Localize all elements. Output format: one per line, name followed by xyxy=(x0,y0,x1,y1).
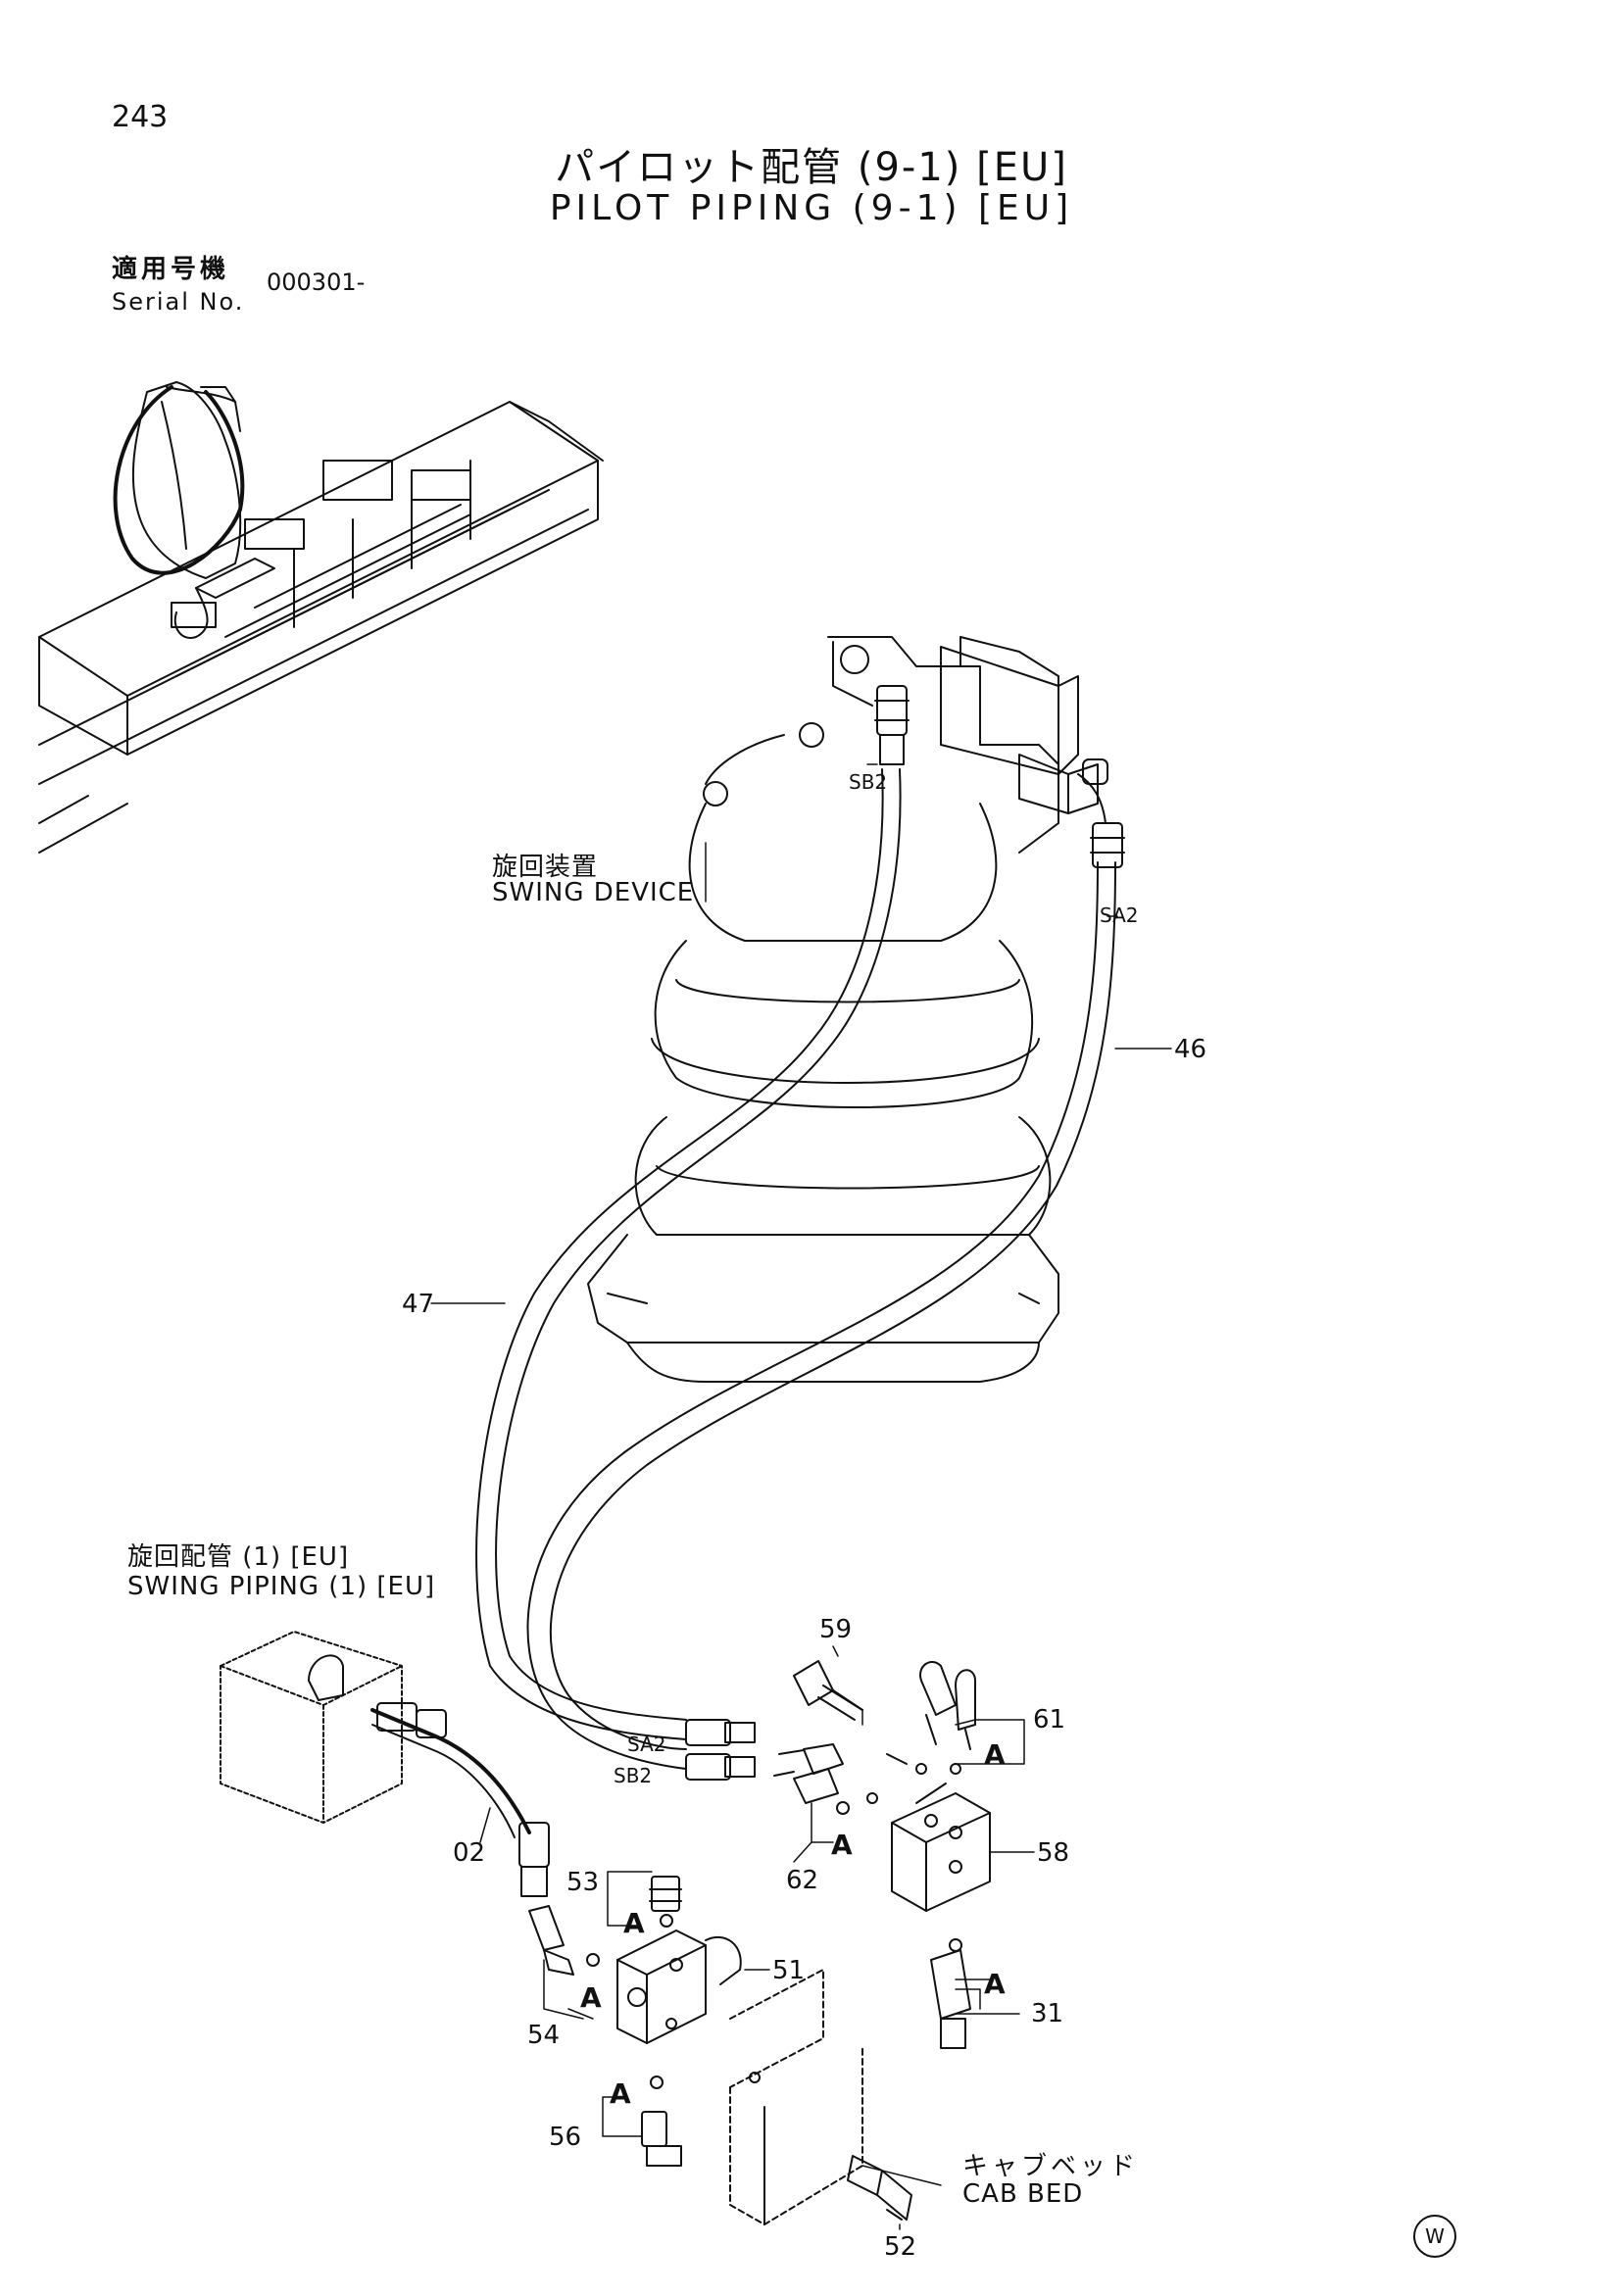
fitting-54 xyxy=(529,1906,599,1975)
machine-frame-overview xyxy=(39,382,603,853)
fittings-62 xyxy=(774,1744,849,1814)
part-number-56: 56 xyxy=(549,2123,582,2152)
part-number-53: 53 xyxy=(566,1868,600,1897)
hose-47 xyxy=(476,769,901,1739)
cab-bed-label-en: CAB BED xyxy=(962,2179,1084,2209)
page-number: 243 xyxy=(112,100,169,134)
watermark-stamp: W xyxy=(1413,2215,1456,2258)
part-number-46: 46 xyxy=(1174,1035,1207,1064)
part-number-59: 59 xyxy=(819,1615,853,1644)
callout-a-53: A xyxy=(623,1907,645,1939)
part-number-62: 62 xyxy=(786,1866,819,1895)
serial-label-japanese: 適用号機 xyxy=(112,255,230,284)
cab-bed-label-ja: キャブベッド xyxy=(962,2152,1140,2181)
callout-a-54: A xyxy=(580,1981,602,2014)
part-number-61: 61 xyxy=(1033,1705,1066,1734)
part-number-02: 02 xyxy=(453,1838,486,1868)
part-number-31: 31 xyxy=(1031,1999,1064,2028)
part-number-54: 54 xyxy=(527,2021,561,2050)
swing-device-label-en: SWING DEVICE xyxy=(492,878,695,907)
port-label-sa2-top: SA2 xyxy=(1100,904,1139,927)
part-number-58: 58 xyxy=(1037,1838,1070,1868)
cab-bed-bracket xyxy=(730,1970,862,2224)
bolt-52 xyxy=(848,2156,911,2220)
serial-label-english: Serial No. xyxy=(112,288,245,316)
swing-piping-label-ja: 旋回配管 (1) [EU] xyxy=(127,1542,350,1572)
callout-a-61: A xyxy=(984,1738,1006,1771)
block-51 xyxy=(617,1930,741,2043)
swing-device-label-ja: 旋回装置 xyxy=(492,853,599,882)
serial-number-value: 000301- xyxy=(267,269,366,296)
swing-piping-tank xyxy=(221,1632,549,1896)
fitting-31 xyxy=(931,1939,970,2048)
fittings-61 xyxy=(920,1662,975,1749)
part-number-52: 52 xyxy=(884,2232,917,2262)
callout-a-56: A xyxy=(610,2077,631,2110)
part-number-51: 51 xyxy=(772,1956,806,1985)
block-58 xyxy=(867,1754,990,1911)
callout-a-62: A xyxy=(831,1829,853,1861)
fitting-sa2-top xyxy=(1078,759,1124,867)
port-label-sb2-top: SB2 xyxy=(849,770,888,794)
callout-a-58: A xyxy=(984,1968,1006,2000)
fitting-56 xyxy=(642,2076,681,2166)
port-label-sb2-bottom: SB2 xyxy=(614,1764,653,1787)
hose-46 xyxy=(528,862,1115,1769)
swing-piping-label-en: SWING PIPING (1) [EU] xyxy=(127,1572,436,1601)
swing-device xyxy=(588,637,1098,1382)
leader-lines xyxy=(431,764,1171,2229)
page-title-english: PILOT PIPING (9-1) [EU] xyxy=(549,188,1074,228)
part-number-47: 47 xyxy=(402,1290,435,1319)
page-title-japanese: パイロット配管 (9-1) [EU] xyxy=(555,145,1068,190)
bolt-59 xyxy=(794,1661,862,1720)
fitting-sb2-top xyxy=(875,686,909,764)
fittings-sa2-sb2 xyxy=(686,1720,755,1780)
port-label-sa2-bottom: SA2 xyxy=(627,1733,666,1756)
fitting-53 xyxy=(650,1877,681,1927)
